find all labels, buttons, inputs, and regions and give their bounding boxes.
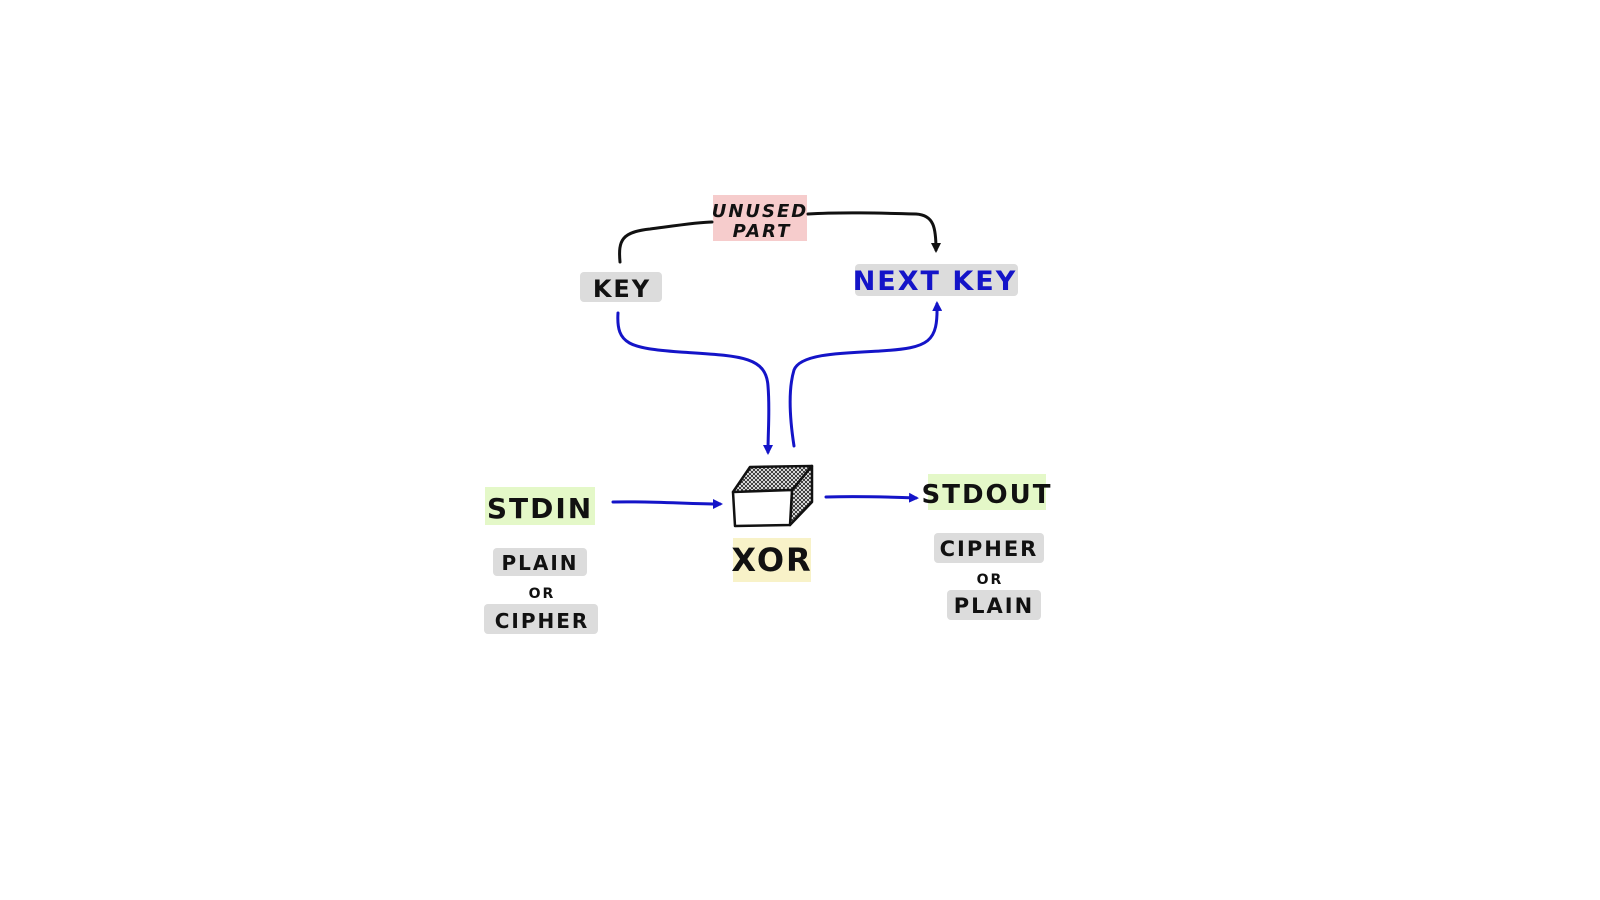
stdin-label: STDIN bbox=[487, 492, 593, 525]
unused-part-label-line2: PART bbox=[733, 221, 792, 242]
stdout-highlight bbox=[928, 474, 1046, 510]
unused-part-arrow-left bbox=[618, 220, 714, 264]
xor-to-next-key-arrow bbox=[788, 301, 943, 448]
next-key-label: NEXT KEY bbox=[853, 266, 1018, 297]
stdout-note-line3: PLAIN bbox=[954, 594, 1034, 618]
stdout-note-line1: CIPHER bbox=[940, 537, 1039, 561]
key-highlight bbox=[580, 272, 662, 302]
xor-highlight bbox=[733, 538, 811, 582]
unused-part-label-line1: UNUSED bbox=[712, 201, 809, 222]
unused-part-arrow-right bbox=[806, 211, 941, 253]
xor-label: XOR bbox=[731, 541, 812, 579]
stdout-label: STDOUT bbox=[922, 480, 1053, 510]
key-label: KEY bbox=[593, 275, 651, 303]
xor-to-stdout-arrow bbox=[824, 492, 919, 503]
stdin-note-line2: OR bbox=[529, 586, 556, 602]
next-key-highlight bbox=[855, 264, 1018, 296]
key-to-xor-arrow bbox=[616, 311, 774, 455]
stdin-note-line1: PLAIN bbox=[501, 551, 578, 575]
unused-part-highlight bbox=[713, 195, 807, 241]
stdin-highlight bbox=[485, 487, 595, 525]
stdin-note-plain-highlight bbox=[493, 548, 587, 576]
stdout-note-cipher-highlight bbox=[934, 533, 1044, 563]
stdin-to-xor-arrow bbox=[611, 498, 723, 509]
stdout-note-line2: OR bbox=[977, 572, 1004, 588]
stdout-note-plain-highlight bbox=[947, 590, 1041, 620]
stdin-note-cipher-highlight bbox=[484, 604, 598, 634]
stdin-note-line3: CIPHER bbox=[495, 609, 590, 633]
xor-cube-icon bbox=[731, 464, 814, 528]
